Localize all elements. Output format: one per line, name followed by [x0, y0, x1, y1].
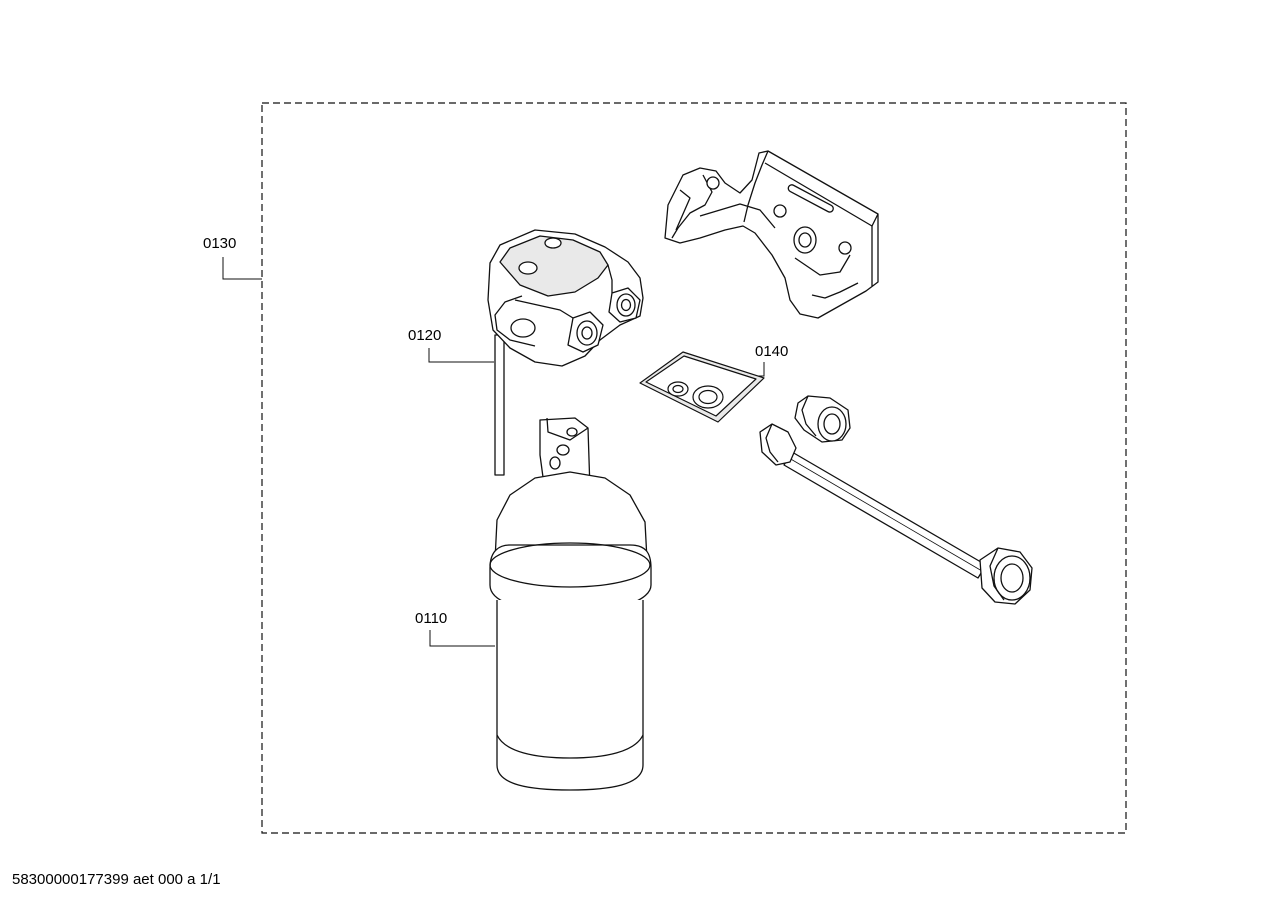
leader-line-0110	[429, 630, 495, 647]
seal-bag	[639, 351, 765, 423]
label-0120: 0120	[408, 327, 441, 344]
assembly-frame	[261, 102, 1127, 834]
leader-line-0130	[222, 257, 262, 280]
adapter-nut	[794, 395, 851, 443]
wall-bracket	[664, 150, 879, 319]
leader-line-0120	[428, 348, 494, 363]
label-0110: 0110	[415, 610, 447, 627]
document-id: 58300000177399 aet 000 a 1/1	[12, 871, 221, 888]
label-0130: 0130	[203, 235, 236, 252]
label-0140: 0140	[755, 343, 788, 360]
connection-hose	[759, 423, 1033, 605]
filter-head	[487, 229, 644, 476]
filter-cartridge	[489, 417, 652, 791]
